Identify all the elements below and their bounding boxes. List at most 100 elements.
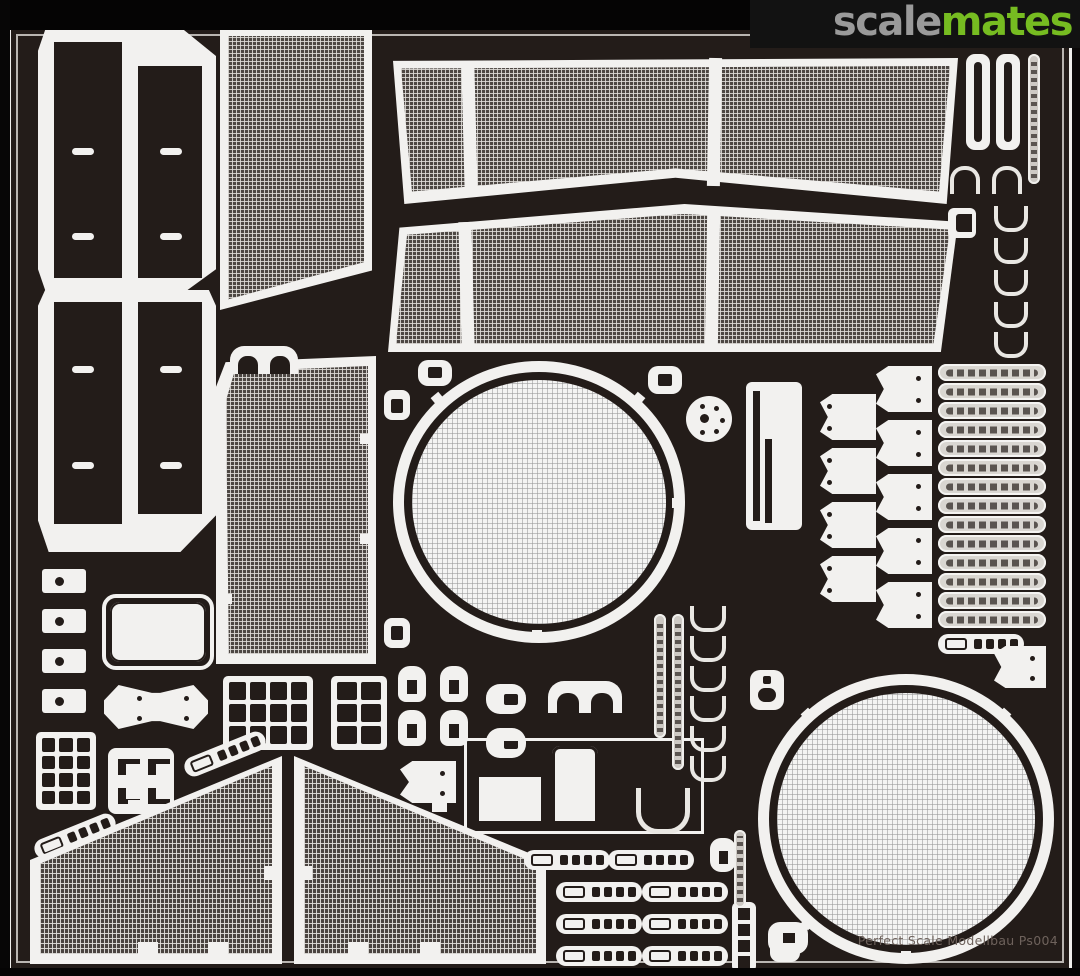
grid-panel-left [36, 732, 96, 810]
arrow-tag-6-hole-b [827, 534, 832, 539]
slat-7-hole-4 [628, 951, 636, 961]
grid-cell [361, 704, 381, 722]
arrow-tag-2-hole-a [827, 404, 832, 409]
slat-2 [608, 850, 694, 870]
box-frame-insert-right [552, 746, 598, 824]
large-ring-upper-tab-w [394, 498, 403, 508]
arrow-tag-8-hole-b [827, 588, 832, 593]
hatch-frame-inner [110, 602, 206, 662]
triangular-screen-right-notch-3 [348, 942, 368, 956]
slat-7-endhole [563, 950, 585, 962]
slat-7-hole-2 [604, 951, 612, 961]
slat-5-hole-2 [604, 919, 612, 929]
slat-1-hole-2 [572, 855, 580, 865]
arrow-tag-1 [876, 366, 932, 412]
arrow-tag-9 [876, 582, 932, 628]
slat-1 [524, 850, 610, 870]
slat-5-endhole [563, 918, 585, 930]
slat-2-hole-3 [668, 855, 676, 865]
diagonal-slat-1-hole-3 [238, 739, 251, 753]
clip-pair-cut-7 [148, 788, 156, 804]
clip-pair-cut-1 [118, 759, 126, 775]
bracket-u-4 [994, 238, 1028, 264]
slat-3-endhole [563, 886, 585, 898]
arrow-tag-3 [876, 420, 932, 466]
slat-3-hole-4 [628, 887, 636, 897]
slat-8-endhole [649, 950, 671, 962]
bracket-u-2 [992, 166, 1022, 194]
rosette-hole-1 [714, 406, 719, 411]
slat-8-hole-4 [714, 951, 722, 961]
cap-part-1 [398, 666, 426, 702]
arrow-tag-4-hole-b [827, 480, 832, 485]
large-ring-lower-tab-e [1044, 815, 1053, 825]
triangular-screen-right-notch-4 [420, 942, 440, 956]
grid-cell [249, 704, 266, 722]
grid-cell [361, 682, 381, 700]
zip-strip-1 [966, 54, 990, 150]
arrow-tag-11-hole-b [440, 791, 445, 796]
eye-plate-2 [42, 609, 86, 633]
clip-pair-cut-2 [118, 759, 140, 764]
photo-bottom-border [0, 968, 1080, 976]
arrow-tag-3-hole-b [916, 452, 921, 457]
slat-6-hole-4 [714, 919, 722, 929]
arrow-tag-3-hole-a [916, 430, 921, 435]
vertical-hole-strip-hole-3 [738, 940, 750, 952]
lamp-part [750, 670, 784, 710]
zip-strip-2 [996, 54, 1020, 150]
grid-cell [76, 773, 90, 787]
grid-cell [229, 682, 246, 700]
arrow-tag-10 [994, 646, 1046, 688]
rail-upper-slot-4 [160, 233, 182, 240]
watermark-text-mates: mates [940, 0, 1074, 45]
slat-right-1-hole-3 [998, 639, 1006, 649]
side-screen-lower-mesh [226, 366, 368, 654]
ladder-strip-5 [938, 440, 1046, 457]
slat-right-1-hole-4 [1010, 639, 1018, 649]
grid-cell [42, 755, 56, 769]
bracket-u-12 [690, 726, 726, 752]
slat-1-hole-4 [596, 855, 604, 865]
slat-1-endhole [531, 854, 553, 866]
ladder-strip-12 [938, 573, 1046, 590]
slat-8-hole-2 [690, 951, 698, 961]
cap-part-5 [486, 684, 526, 714]
grid-cell [270, 704, 287, 722]
arrow-tag-5 [876, 474, 932, 520]
arrow-tag-5-hole-a [916, 484, 921, 489]
eye-plate-2-hole [55, 617, 64, 626]
eye-plate-4-hole [55, 697, 64, 706]
triangular-screen-left-notch-2 [264, 866, 278, 880]
eye-plate-1 [42, 569, 86, 593]
arrow-tag-4-hole-a [827, 458, 832, 463]
eye-plate-1-hole [55, 577, 64, 586]
photo-left-border [0, 0, 10, 976]
large-ring-upper-tab-s [532, 630, 542, 639]
cap-part-7 [710, 838, 736, 872]
slat-6-hole-2 [690, 919, 698, 929]
grid-cell [290, 726, 307, 744]
cap-part-3 [398, 710, 426, 746]
rosette-disc [686, 396, 732, 442]
clip-pair-cut-5 [118, 788, 126, 804]
eyelet-part-4 [384, 618, 410, 648]
triangular-screen-left-notch-4 [208, 942, 228, 956]
stepped-strip-slot-a [753, 391, 760, 521]
bracket-u-10 [690, 666, 726, 692]
slat-5-hole-4 [628, 919, 636, 929]
slat-1-hole-1 [560, 855, 568, 865]
slat-7-hole-1 [592, 951, 600, 961]
eye-plate-3-hole [55, 657, 64, 666]
large-ring-upper-screen [412, 380, 666, 624]
ladder-strip-10 [938, 535, 1046, 552]
diagonal-slat-1-endhole [189, 753, 215, 774]
rosette-hole-3 [714, 429, 719, 434]
grid-panel-centre-2 [331, 676, 387, 750]
bracket-u-1 [950, 166, 980, 194]
bracket-u-8 [690, 606, 726, 632]
port-part [768, 922, 808, 954]
grid-cell [337, 704, 357, 722]
grid-cell [42, 738, 56, 752]
eyelet-part-1 [418, 360, 452, 386]
